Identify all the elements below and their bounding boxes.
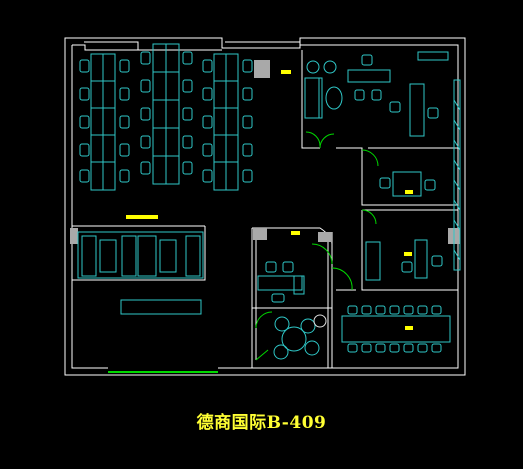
office-2-furniture <box>379 171 436 197</box>
workstations <box>79 43 253 191</box>
exterior-walls <box>64 37 466 376</box>
lounge-furniture <box>273 314 327 360</box>
office-3-furniture <box>365 239 443 281</box>
manager-office-furniture <box>304 54 439 137</box>
doors <box>108 131 379 373</box>
interior-walls <box>72 50 458 368</box>
conference-furniture <box>341 305 451 353</box>
drawing-title: 德商国际B-409 <box>196 413 327 433</box>
room-label-blocks <box>126 70 413 330</box>
reception-furniture <box>77 231 204 315</box>
curtain-wall <box>417 51 461 271</box>
office-4-furniture <box>257 261 305 303</box>
